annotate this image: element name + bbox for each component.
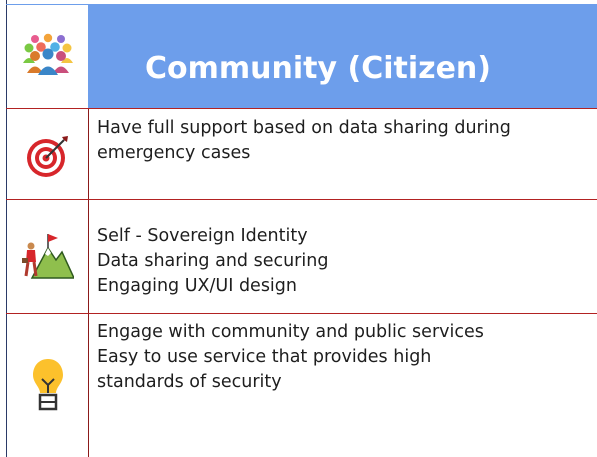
column-divider (88, 108, 89, 457)
people-group-icon (7, 18, 88, 92)
target-icon (7, 118, 88, 194)
row-1-text: Have full support based on data sharing … (97, 116, 592, 166)
row-2-line-3: Engaging UX/UI design (97, 276, 297, 296)
row-divider-1 (6, 199, 597, 200)
row-1-line-2: emergency cases (97, 143, 251, 163)
row-divider-header (6, 108, 597, 109)
row-3-line-2: Easy to use service that provides high (97, 347, 432, 367)
row-3-line-3: standards of security (97, 372, 282, 392)
lightbulb-icon (7, 340, 88, 430)
row-2-text: Self - Sovereign Identity Data sharing a… (97, 224, 592, 299)
row-3-line-1: Engage with community and public service… (97, 322, 484, 342)
header-title: Community (Citizen) (145, 51, 491, 86)
left-border (6, 0, 7, 457)
row-2-line-1: Self - Sovereign Identity (97, 226, 308, 246)
mountain-flag-climber-icon (7, 216, 88, 296)
header-band (88, 4, 597, 108)
row-3-text: Engage with community and public service… (97, 320, 592, 395)
row-1-line-1: Have full support based on data sharing … (97, 118, 511, 138)
row-divider-2 (6, 313, 597, 314)
row-2-line-2: Data sharing and securing (97, 251, 329, 271)
